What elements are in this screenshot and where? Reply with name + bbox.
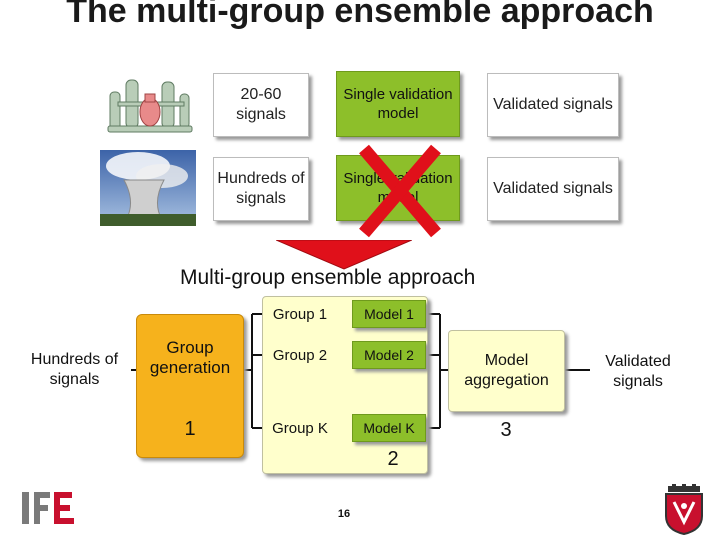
group-generation-label: Group generation (149, 338, 231, 377)
rejected-x-icon (359, 144, 441, 238)
slide-title: The multi-group ensemble approach (66, 0, 654, 30)
group-label-2: Group 2 (272, 347, 328, 364)
ensemble-output-text: Validated signals (605, 353, 671, 390)
group-label-1: Group 1 (272, 306, 328, 323)
row2-output-box: Validated signals (487, 157, 619, 221)
step-number-1: 1 (184, 418, 196, 440)
halden-seal-icon (665, 484, 703, 536)
page-number: 16 (337, 508, 351, 520)
step-number-2: 2 (387, 448, 399, 470)
model-box-k: Model K (352, 414, 426, 442)
model-box-2: Model 2 (352, 341, 426, 369)
model-aggregation-box: Model aggregation (448, 330, 565, 412)
step-number-3: 3 (500, 418, 512, 441)
row2-input-box: Hundreds of signals (213, 157, 309, 221)
ensemble-subtitle: Multi-group ensemble approach (180, 266, 476, 289)
model-aggregation-label: Model aggregation (464, 352, 549, 389)
cooling-tower-photo-icon (100, 150, 196, 226)
row1-input-box: 20-60 signals (213, 73, 309, 137)
row1-output-box: Validated signals (487, 73, 619, 137)
group-label-k: Group K (272, 420, 328, 437)
row1-model-box: Single validation model (336, 71, 460, 137)
reactor-illustration-icon (100, 72, 198, 140)
down-arrow-icon (276, 240, 412, 270)
ensemble-input-text: Hundreds of signals (30, 351, 119, 388)
model-box-1: Model 1 (352, 300, 426, 328)
ife-logo-icon (22, 492, 74, 524)
group-generation-box: Group generation 1 (136, 314, 244, 458)
